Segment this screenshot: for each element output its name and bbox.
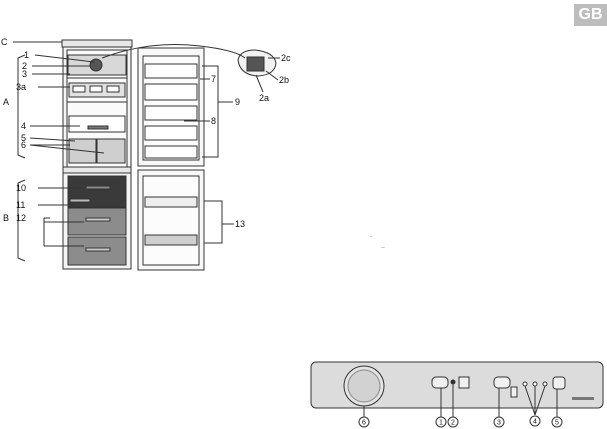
label-10: 10: [16, 183, 27, 193]
label-section-a: A: [3, 97, 10, 107]
label-9: 9: [235, 97, 241, 107]
callout-1-text: 1: [439, 420, 443, 427]
callout-2-text: 2: [451, 420, 455, 427]
stray-mark-2: ..: [381, 243, 385, 250]
label-11: 11: [16, 200, 26, 210]
button-5: [552, 376, 566, 390]
indicator-2: [450, 379, 456, 385]
label-12: 12: [16, 213, 27, 223]
label-c: C: [1, 37, 8, 47]
callout-5: [551, 416, 563, 428]
callout-6: [358, 416, 370, 428]
label-1: 1: [24, 50, 30, 60]
button-3: [493, 376, 511, 389]
callout-2: [447, 416, 459, 428]
callout-1: [435, 416, 447, 428]
button-1: [431, 376, 449, 389]
label-6: 6: [21, 140, 27, 150]
callout-4-text: 4: [533, 419, 537, 426]
label-4: 4: [21, 121, 27, 131]
chiller-drawer: [68, 115, 126, 133]
callout-6-text: 6: [362, 420, 366, 427]
label-3a: 3a: [16, 82, 27, 92]
label-2b: 2b: [279, 75, 290, 85]
language-tab: GB: [574, 4, 607, 26]
indicator-4c: [542, 381, 548, 387]
indicator-4b: [532, 381, 538, 387]
crisper-right: [96, 138, 126, 164]
label-8: 8: [211, 116, 217, 126]
label-2a: 2a: [259, 93, 270, 103]
label-2c: 2c: [281, 53, 291, 63]
indicator-4a: [522, 381, 528, 387]
callout-3-text: 3: [497, 420, 501, 427]
label-5: 5: [21, 133, 27, 143]
stray-mark-1: .: [370, 232, 372, 239]
label-2: 2: [22, 61, 28, 71]
control-panel: [310, 361, 604, 409]
label-3: 3: [22, 69, 28, 79]
button-2-icon: [458, 376, 470, 389]
label-13: 13: [235, 219, 246, 229]
callout-4: [529, 415, 541, 427]
label-7: 7: [211, 74, 217, 84]
callout-3: [493, 416, 505, 428]
callout-5-text: 5: [555, 420, 559, 427]
label-section-b: B: [3, 213, 10, 223]
